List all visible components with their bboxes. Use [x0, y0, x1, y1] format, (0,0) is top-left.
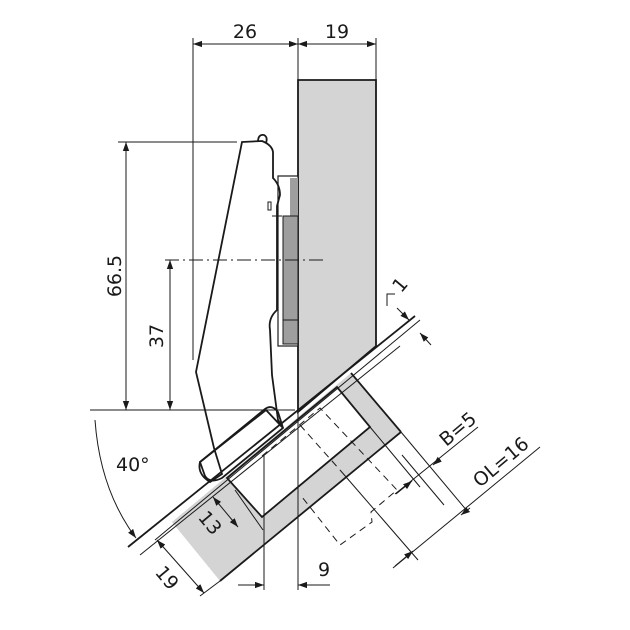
mounting-plate — [277, 175, 299, 347]
dim-9: 9 — [318, 559, 330, 581]
dim-37: 37 — [146, 324, 168, 348]
dim-19-top: 19 — [325, 21, 349, 43]
cup-dashed-outline — [261, 407, 398, 546]
dim-gap-1: 1 — [388, 273, 413, 296]
dim-b-5: B=5 — [435, 408, 481, 451]
dim-66-5: 66.5 — [104, 255, 126, 297]
cabinet-side-panel — [297, 79, 377, 414]
arm-knob — [257, 133, 268, 144]
dim-26: 26 — [233, 21, 257, 43]
dim-19-door: 19 — [150, 562, 182, 595]
door-face-line — [127, 315, 416, 548]
dim-angle-40: 40° — [116, 454, 150, 476]
hinge-cup-cover — [198, 406, 285, 482]
hinge-arm — [195, 140, 284, 484]
dim-ol-16: OL=16 — [469, 433, 533, 492]
